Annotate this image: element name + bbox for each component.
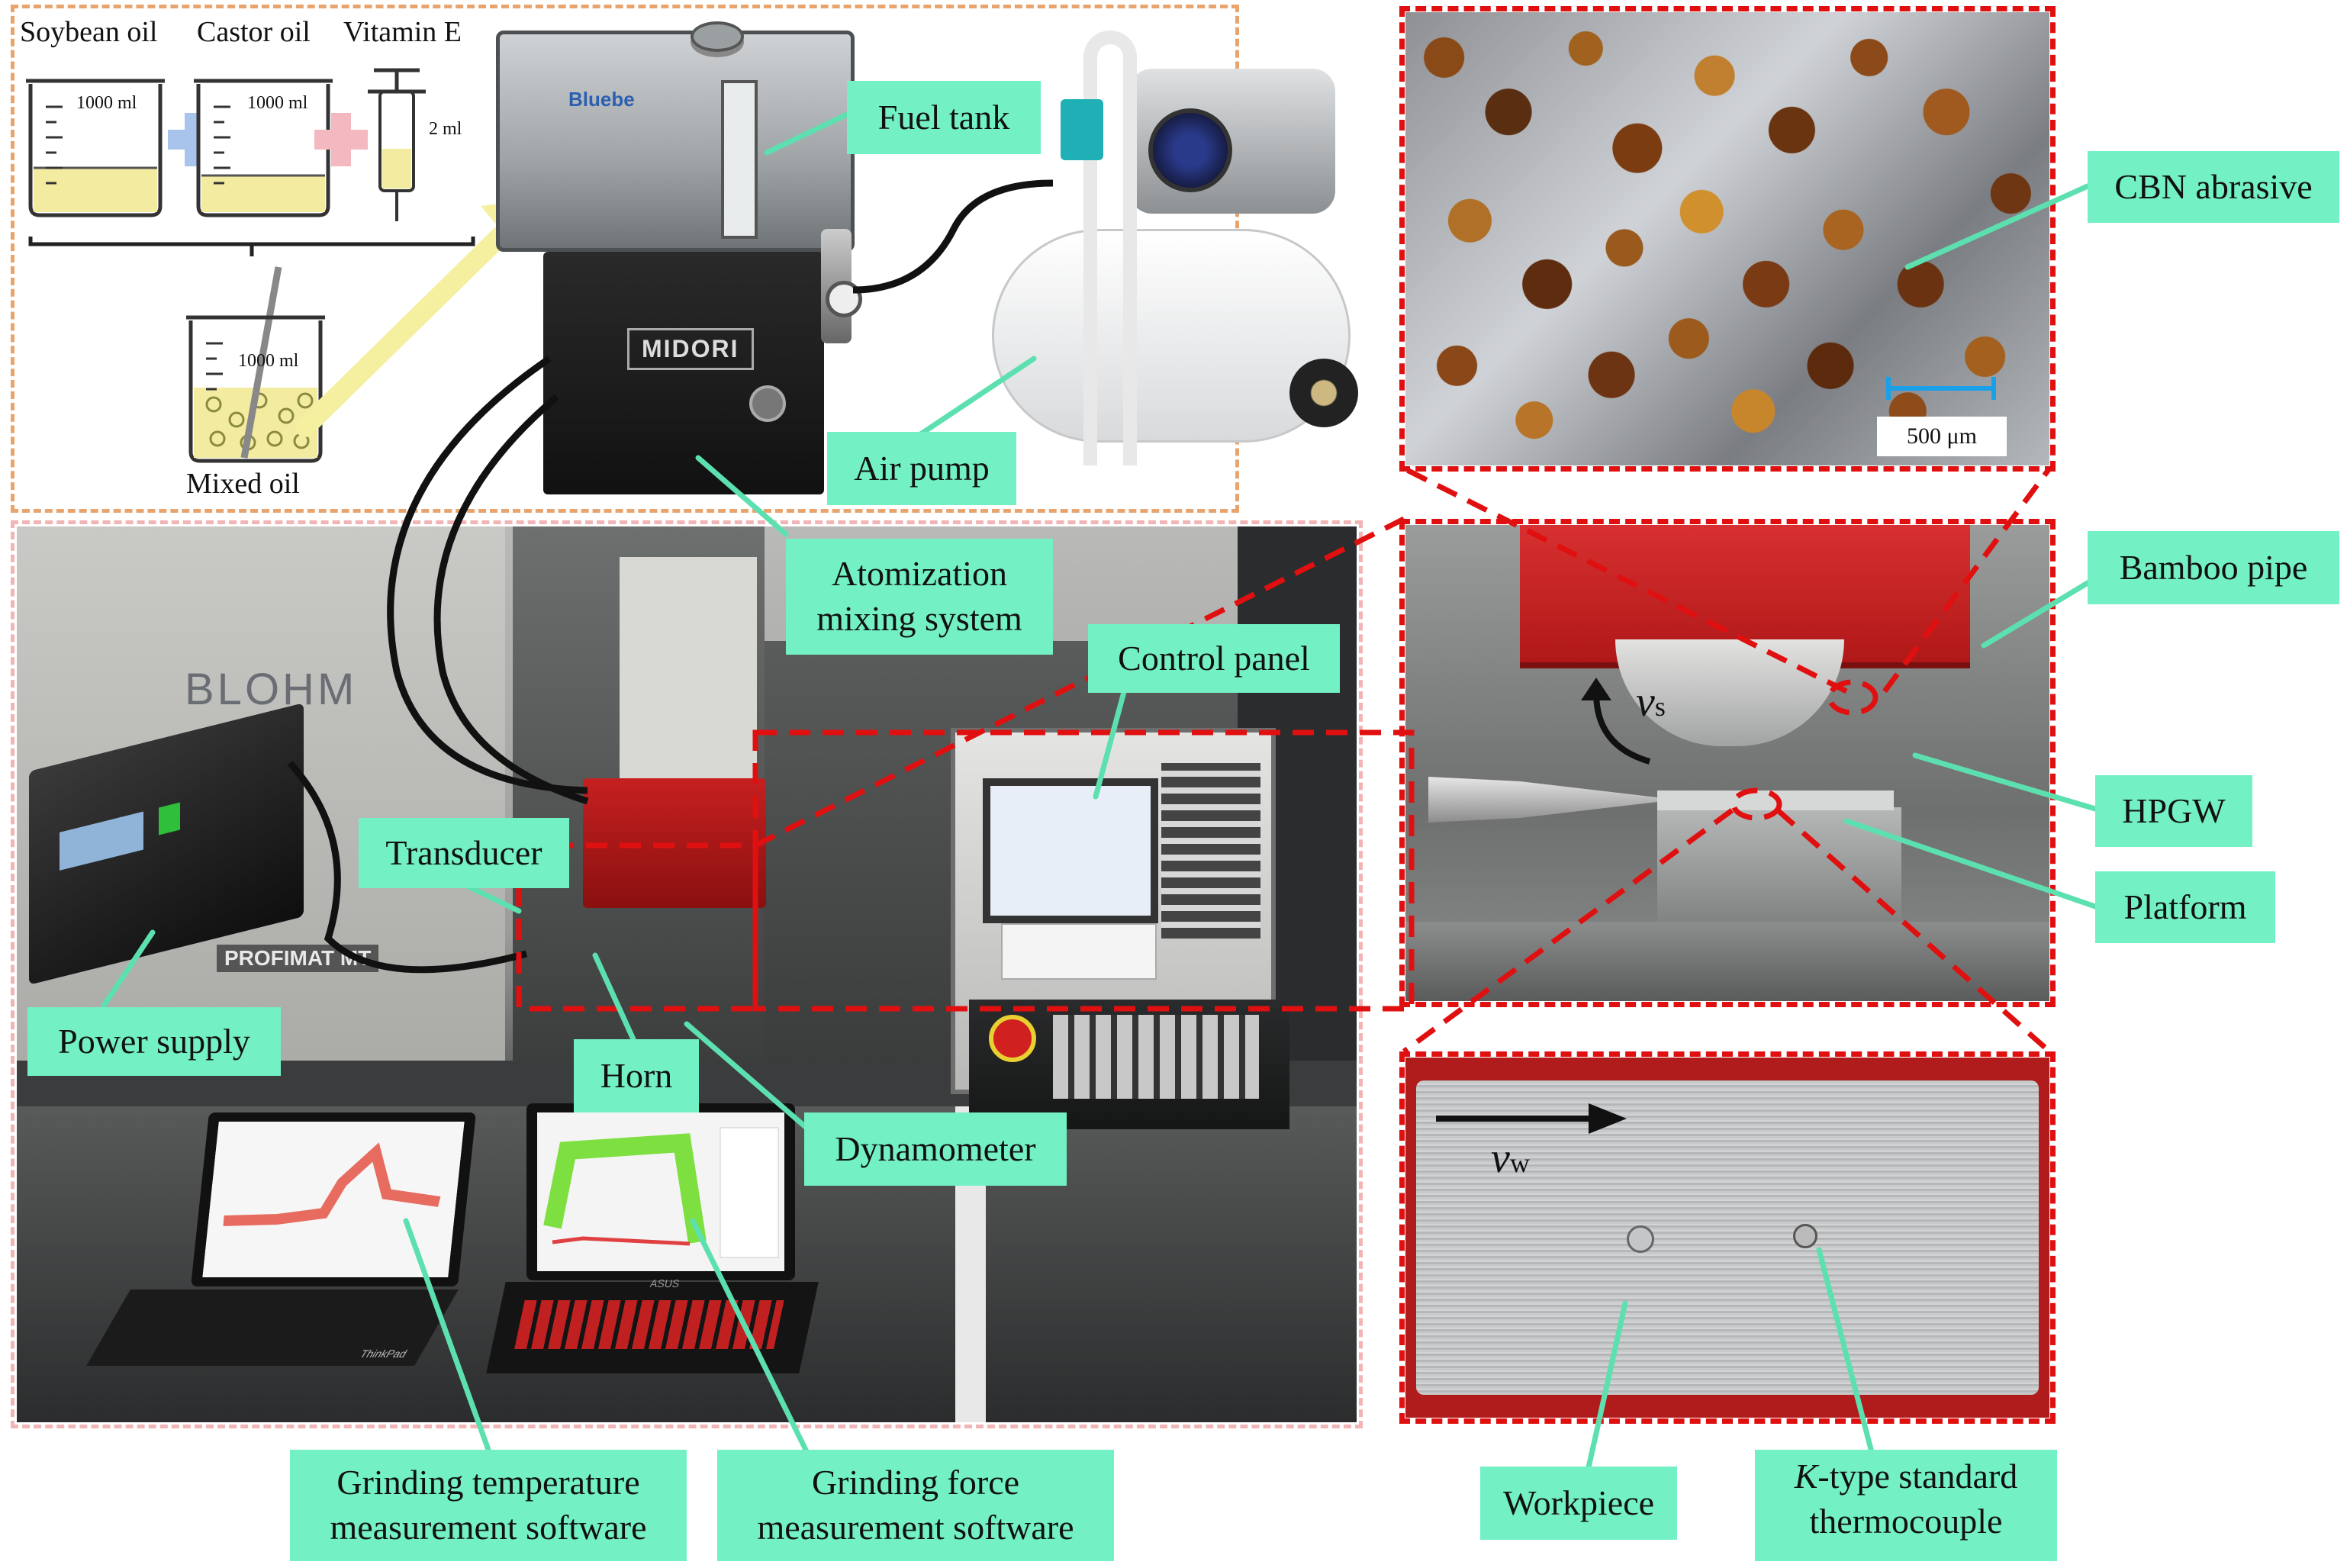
- beaker-volume-1: 1000 ml: [76, 93, 137, 113]
- beaker-mixed: [186, 266, 325, 463]
- mixed-oil-label: Mixed oil: [186, 468, 300, 500]
- thermocouple-hole-1: [1627, 1225, 1654, 1253]
- vs-symbol: vs: [1636, 678, 1666, 726]
- nozzle: [1428, 777, 1657, 823]
- workpiece-photo: vw: [1405, 1058, 2049, 1418]
- tank-cap: [691, 21, 744, 52]
- pump-handle: [1083, 31, 1137, 465]
- asus-label: ASUS: [649, 1277, 681, 1289]
- beaker-volume-2: 1000 ml: [247, 93, 308, 113]
- bamboo-pipe-label: Bamboo pipe: [2088, 531, 2339, 604]
- midori-plate: MIDORI: [627, 328, 754, 370]
- thinkpad-label: ThinkPad: [357, 1347, 410, 1360]
- control-panel-label: Control panel: [1088, 624, 1340, 693]
- syringe-volume: 2 ml: [429, 119, 462, 139]
- plus-icon: [314, 113, 368, 166]
- pump-wheel: [1289, 359, 1358, 427]
- power-supply-label: Power supply: [27, 1007, 281, 1076]
- scale-label: 500 μm: [1877, 417, 2007, 456]
- air-pump-label: Air pump: [827, 432, 1016, 505]
- beaker-volume-3: 1000 ml: [238, 351, 299, 371]
- compressor-fan: [1148, 108, 1232, 192]
- pressure-gauge: [826, 281, 862, 317]
- oil-mixing-illustration: [26, 68, 475, 463]
- vw-symbol: vw: [1491, 1135, 1530, 1182]
- platform-label: Platform: [2095, 871, 2275, 943]
- castor-oil-label: Castor oil: [197, 16, 311, 48]
- thermocouple-hole-2: [1793, 1224, 1817, 1248]
- temperature-laptop-screen: [191, 1112, 476, 1286]
- blohm-logo: BLOHM: [185, 665, 358, 714]
- grinding-zone-photo: vs: [1405, 525, 2049, 1001]
- syringe-vitamin: [368, 68, 426, 221]
- grouping-brace: [28, 237, 475, 256]
- operator-panel-photo: [969, 1000, 1289, 1129]
- beaker-castor: [194, 79, 333, 217]
- force-laptop-keyboard: ASUS: [486, 1277, 819, 1373]
- hpgw-label: HPGW: [2095, 775, 2252, 847]
- workpiece-label: Workpiece: [1480, 1467, 1677, 1540]
- fuel-tank-label: Fuel tank: [847, 81, 1041, 154]
- atomization-label: Atomization mixing system: [786, 539, 1053, 655]
- soybean-oil-label: Soybean oil: [20, 16, 158, 48]
- transducer-housing: [583, 778, 766, 908]
- cbn-micrograph-photo: 500 μm: [1405, 12, 2049, 465]
- workpiece-surface: [1416, 1080, 2039, 1395]
- platform-block: [1657, 807, 1901, 929]
- thermocouple-k: K: [1794, 1457, 1818, 1496]
- dynamometer-label: Dynamometer: [804, 1112, 1067, 1186]
- grinding-force-label: Grinding force measurement software: [717, 1450, 1114, 1561]
- scale-bar: [1886, 386, 1996, 391]
- pump-controller: [1061, 99, 1103, 160]
- feed-direction-arrow: [1436, 1103, 1627, 1134]
- scale-bar-cap-left: [1886, 377, 1891, 400]
- cbn-abrasive-label: CBN abrasive: [2088, 151, 2339, 223]
- beaker-soybean: [26, 79, 165, 217]
- horn-label: Horn: [574, 1039, 699, 1112]
- temperature-laptop-keyboard: ThinkPad: [86, 1289, 459, 1366]
- scale-bar-cap-right: [1991, 377, 1996, 400]
- workpiece-frame: [1399, 1051, 2056, 1424]
- grinding-temperature-label: Grinding temperature measurement softwar…: [290, 1450, 687, 1561]
- thermocouple-label: K-type standard thermocouple: [1755, 1450, 2057, 1561]
- transducer-label: Transducer: [359, 818, 569, 888]
- atomization-box-photo: MIDORI: [543, 252, 824, 494]
- tank-brand: Bluebe: [568, 88, 635, 111]
- machine-base: [1405, 922, 2049, 1001]
- fuel-tank-photo: Bluebe: [496, 31, 855, 252]
- profimat-label: PROFIMAT MT: [217, 945, 379, 972]
- thermocouple-text: -type standard thermocouple: [1809, 1457, 2018, 1541]
- vitamin-e-label: Vitamin E: [343, 16, 462, 48]
- workpiece-bar: [1657, 790, 1894, 810]
- force-laptop-screen: [526, 1103, 795, 1280]
